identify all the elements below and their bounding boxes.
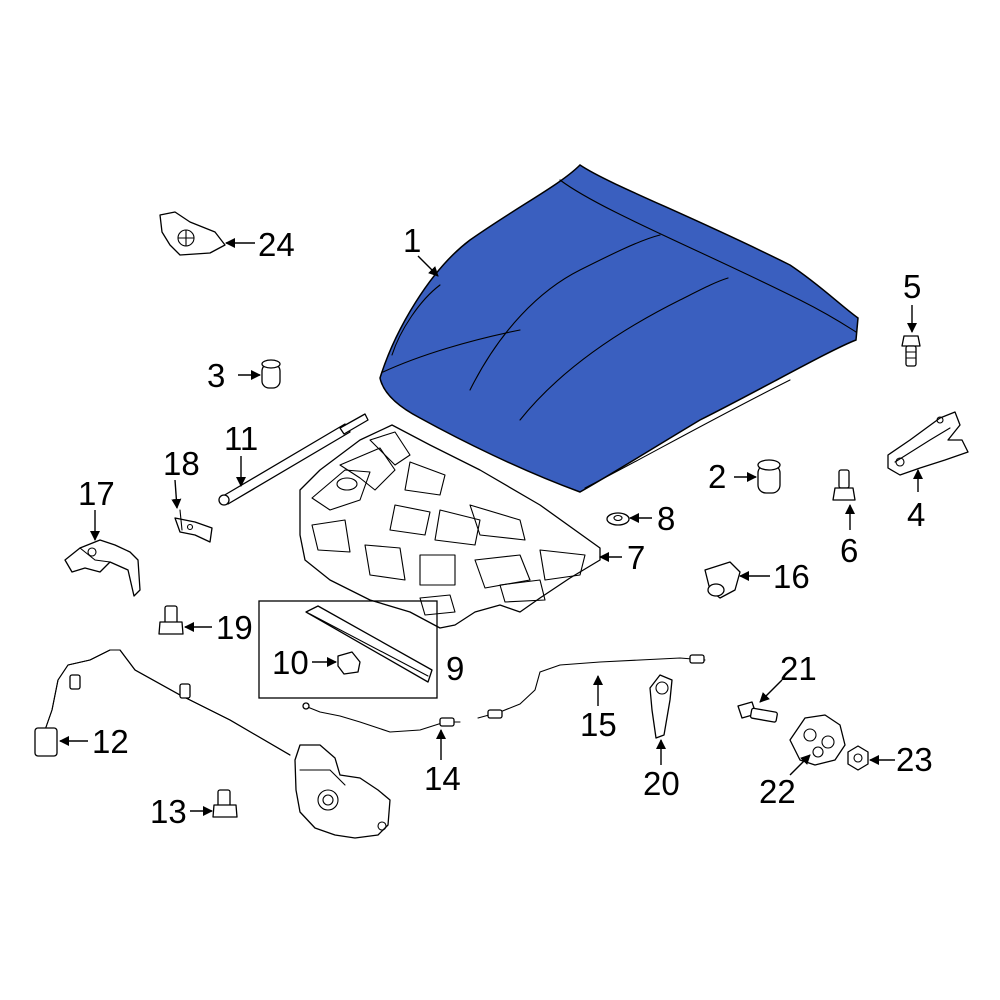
callout-13: 13 xyxy=(150,793,187,830)
latch-guide[interactable] xyxy=(704,561,741,599)
callout-11: 11 xyxy=(224,420,258,457)
emblem-bracket[interactable] xyxy=(159,211,226,256)
leader-18 xyxy=(171,479,182,509)
callout-14: 14 xyxy=(424,760,461,797)
callout-6: 6 xyxy=(840,532,858,569)
bolt-21[interactable] xyxy=(737,701,778,723)
seal-kit-box xyxy=(258,600,438,699)
bolt-13[interactable] xyxy=(212,789,238,818)
release-handle[interactable] xyxy=(649,674,673,739)
hood-latch[interactable] xyxy=(294,744,391,839)
support-bracket[interactable] xyxy=(174,509,213,543)
leader-21 xyxy=(759,679,783,703)
leader-1 xyxy=(417,255,439,277)
latch-wiring-harness[interactable] xyxy=(34,649,291,757)
callout-20: 20 xyxy=(643,765,680,802)
leader-lines xyxy=(59,238,923,816)
callout-15: 15 xyxy=(580,706,617,743)
hood-insulator[interactable] xyxy=(299,424,601,629)
callout-10: 10 xyxy=(272,644,309,681)
seal-clip[interactable] xyxy=(337,651,361,675)
callout-3: 3 xyxy=(207,357,225,394)
callout-23: 23 xyxy=(896,741,933,778)
callout-17: 17 xyxy=(78,475,115,512)
callout-2: 2 xyxy=(708,458,726,495)
callout-7: 7 xyxy=(627,539,645,576)
nut-23[interactable] xyxy=(847,745,869,771)
callout-18: 18 xyxy=(163,445,200,482)
release-cable-rear[interactable] xyxy=(477,654,706,719)
callout-9: 9 xyxy=(446,650,464,687)
grommet[interactable] xyxy=(606,512,630,526)
callout-labels: 1 2 3 4 5 6 7 8 9 10 11 12 13 14 15 16 1… xyxy=(78,222,933,830)
release-cable-front[interactable] xyxy=(302,702,461,733)
hinge-bolt-5[interactable] xyxy=(901,335,921,367)
lift-support[interactable] xyxy=(218,413,369,506)
hood-panel[interactable] xyxy=(379,164,859,493)
hinge-bracket[interactable] xyxy=(64,539,141,597)
hood-bumper-3[interactable] xyxy=(261,359,281,389)
callout-12: 12 xyxy=(92,723,129,760)
callout-24: 24 xyxy=(258,226,295,263)
callout-16: 16 xyxy=(773,558,810,595)
hood-hinge[interactable] xyxy=(887,411,969,476)
callout-8: 8 xyxy=(657,500,675,537)
hood-seal[interactable] xyxy=(305,605,433,683)
callout-21: 21 xyxy=(780,650,817,687)
leader-22 xyxy=(789,754,811,776)
hood-bumper-2[interactable] xyxy=(757,459,781,494)
callout-5: 5 xyxy=(903,268,921,305)
callout-19: 19 xyxy=(216,609,253,646)
callout-22: 22 xyxy=(759,773,796,810)
bolt-19[interactable] xyxy=(158,605,184,635)
hinge-bolt-6[interactable] xyxy=(832,469,856,501)
callout-4: 4 xyxy=(907,496,925,533)
lock-assembly[interactable] xyxy=(789,714,846,766)
callout-1: 1 xyxy=(403,222,421,259)
